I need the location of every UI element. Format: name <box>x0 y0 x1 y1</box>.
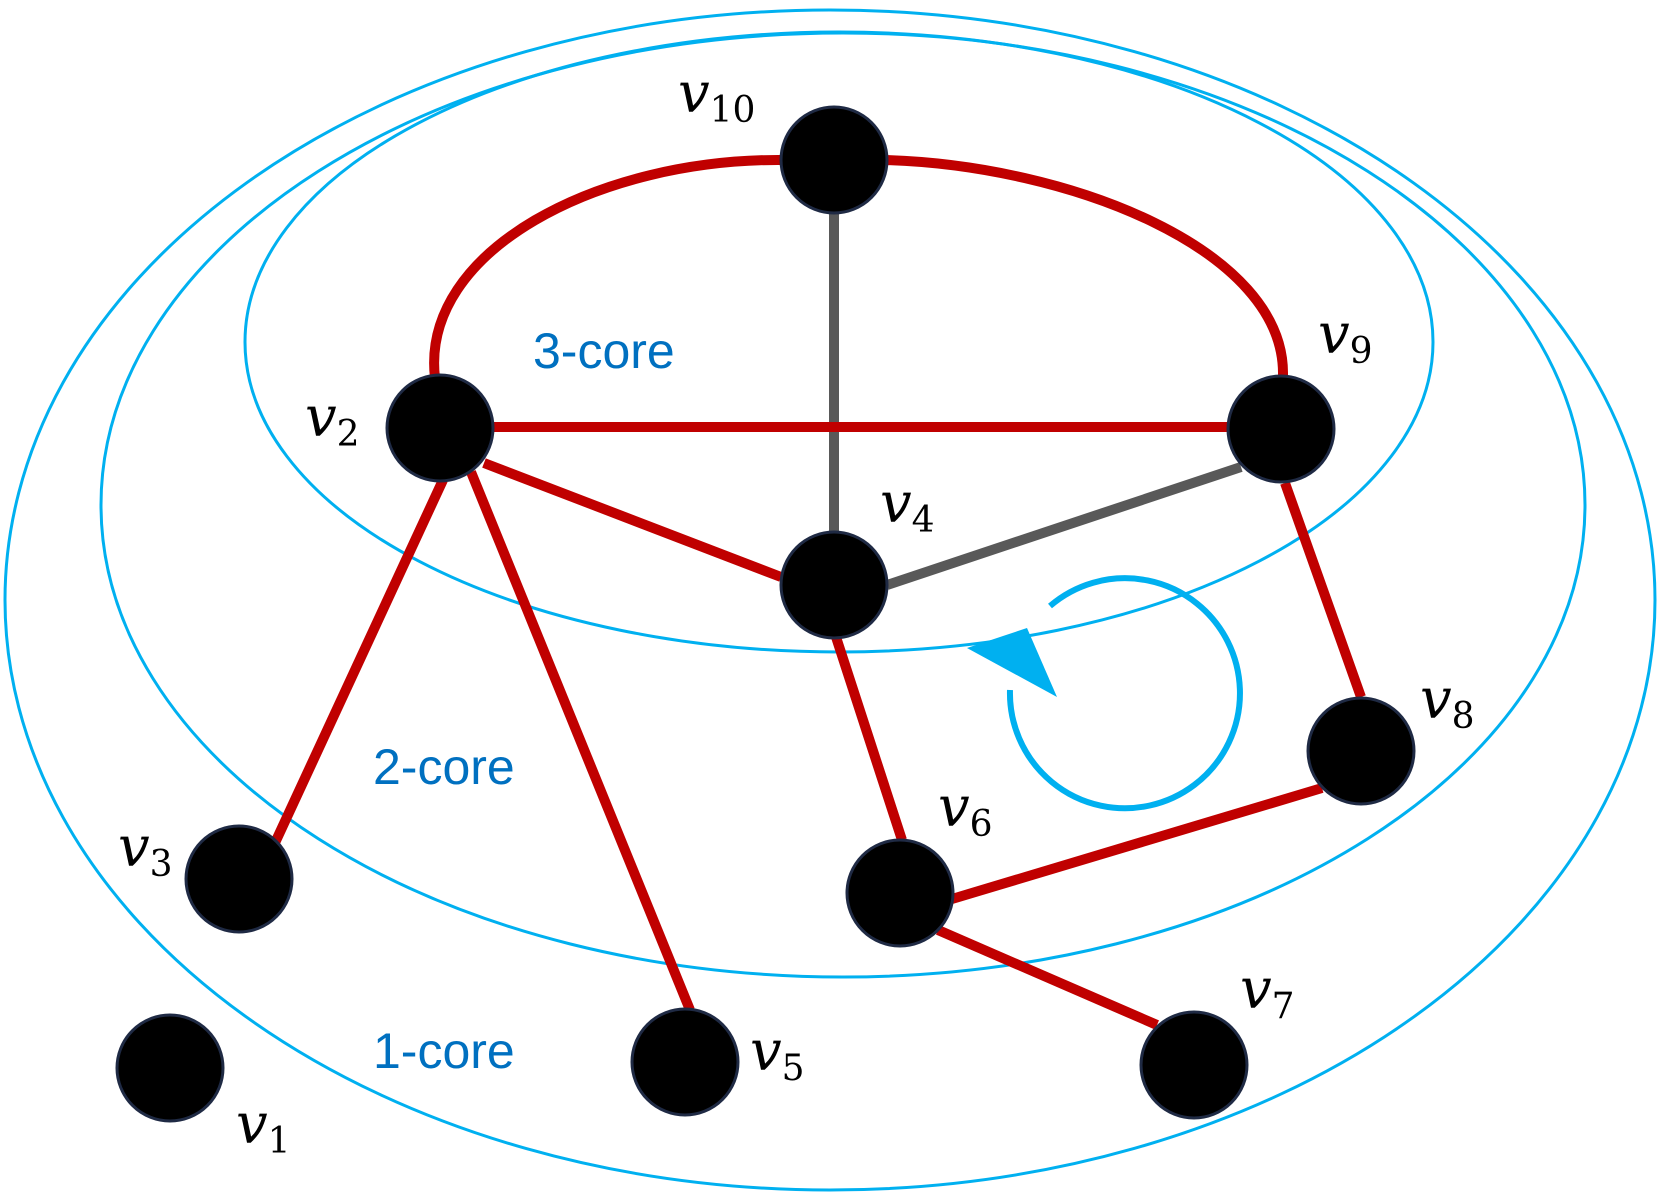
node-label-v8: v8 <box>1420 667 1475 737</box>
node-labels: v1 v2 v3 v4 v5 v6 v7 v8 v9 v10 <box>118 61 1475 1162</box>
rotation-arrow <box>967 575 1243 812</box>
node-v3 <box>184 824 294 934</box>
rotation-arc <box>1006 575 1243 812</box>
core-label-1: 1-core <box>373 1023 515 1079</box>
node-label-v2: v2 <box>305 385 360 455</box>
node-label-v6: v6 <box>938 775 993 845</box>
edge-v6-v7 <box>936 925 1159 1030</box>
node-label-v10: v10 <box>678 61 755 131</box>
node-label-v5: v5 <box>750 1019 805 1089</box>
core-labels: 3-core 2-core 1-core <box>373 323 675 1079</box>
edge-v10-v9 <box>883 155 1289 376</box>
nodes <box>115 105 1416 1123</box>
node-label-v7: v7 <box>1240 957 1295 1027</box>
node-label-v9: v9 <box>1318 302 1373 372</box>
node-v5 <box>630 1007 740 1117</box>
node-v4 <box>779 530 889 640</box>
node-v6 <box>845 838 955 948</box>
rotation-arrowhead-icon <box>967 628 1057 697</box>
edge-v4-v6 <box>831 635 907 842</box>
edge-v2-v3 <box>269 477 448 848</box>
node-v10 <box>779 105 889 215</box>
edge-v2-v4 <box>482 458 783 582</box>
edge-v10-v2 <box>429 154 785 379</box>
ring-1-core <box>3 8 1657 1192</box>
edge-v9-v8 <box>1280 481 1366 699</box>
edge-v4-v9 <box>885 462 1243 590</box>
node-v1 <box>115 1013 225 1123</box>
node-v7 <box>1139 1010 1249 1120</box>
node-label-v1: v1 <box>236 1092 291 1162</box>
core-label-2: 2-core <box>373 739 515 795</box>
node-label-v3: v3 <box>118 815 173 885</box>
core-label-3: 3-core <box>533 323 675 379</box>
node-v8 <box>1306 696 1416 806</box>
edge-v2-v5 <box>466 470 695 1012</box>
node-v2 <box>385 373 495 483</box>
node-label-v4: v4 <box>880 471 935 541</box>
edges <box>269 154 1366 1030</box>
node-v9 <box>1226 374 1336 484</box>
edge-v8-v6 <box>950 783 1324 904</box>
